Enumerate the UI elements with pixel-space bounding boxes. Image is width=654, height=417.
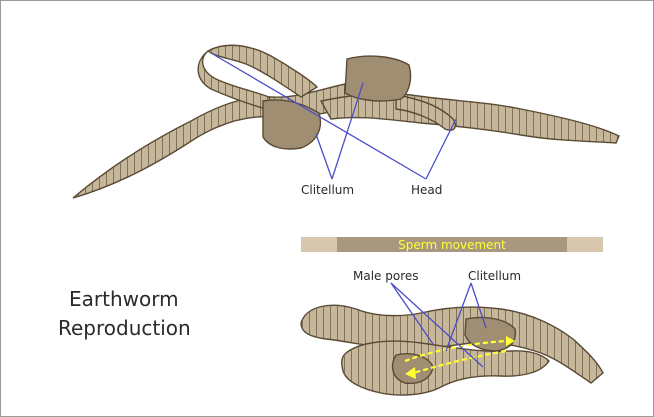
worm-b-body <box>321 93 619 143</box>
worm-b-clitellum <box>345 56 411 101</box>
clitellum-pointer-left <box>316 134 332 179</box>
banner-label: Sperm movement <box>398 238 506 252</box>
top-label-clitellum: Clitellum <box>301 183 354 197</box>
label-clitellum-bottom: Clitellum <box>468 269 521 283</box>
head-pointer-right <box>426 119 456 179</box>
sperm-movement-banner: Sperm movement <box>301 237 603 252</box>
title-line-2: Reproduction <box>58 316 191 340</box>
title-line-1: Earthworm <box>69 287 179 311</box>
bottom-worms-illustration <box>301 305 603 395</box>
top-label-head: Head <box>411 183 442 197</box>
top-worms-illustration <box>73 45 619 198</box>
label-male-pores: Male pores <box>353 269 419 283</box>
